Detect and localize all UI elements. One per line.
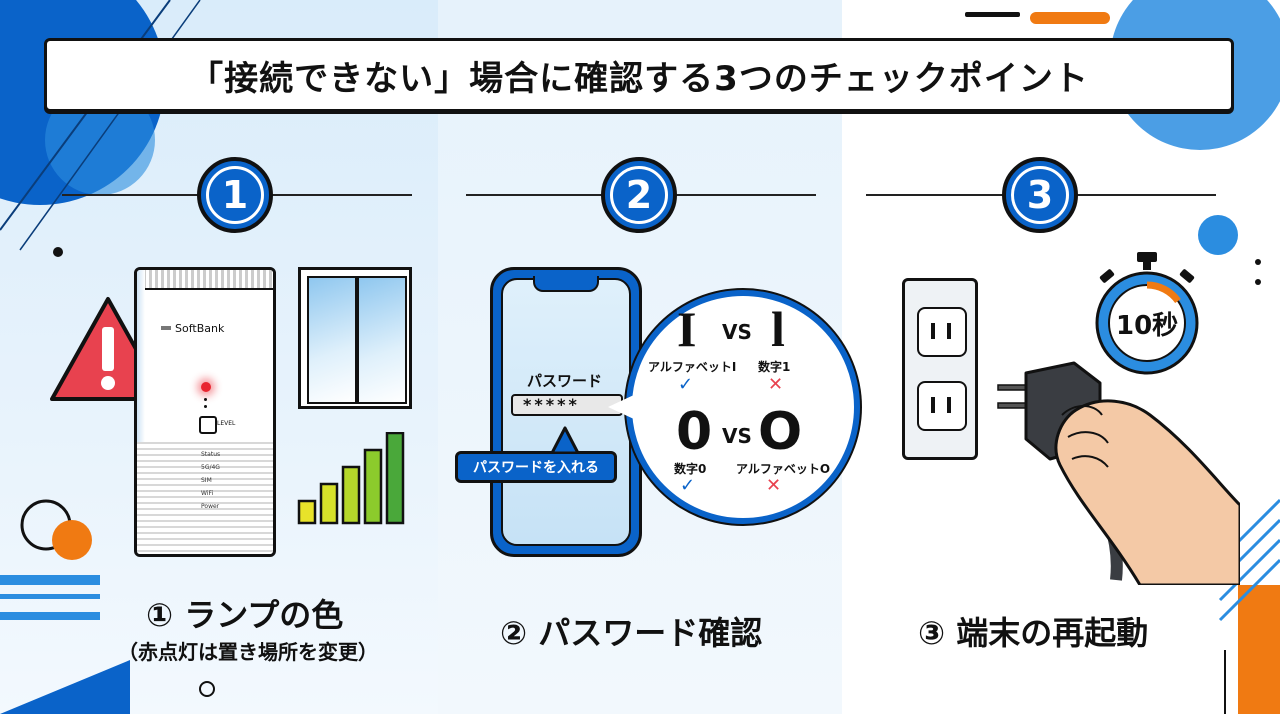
level-button-label: LEVEL [217,420,236,427]
step-number-1-label: 1 [206,166,264,224]
signal-bar [319,482,339,525]
compare-2-right-label: アルファベットO [736,462,831,476]
title-banner: 「接続できない」場合に確認する3つのチェックポイント [44,38,1234,112]
router-brand: SoftBank [175,322,225,335]
check-icon: ✓ [680,475,696,496]
router-indicator-label: 5G/4G [201,464,220,471]
step-number-2-label: 2 [610,166,668,224]
compare-1-left-label: アルファベットI [648,360,737,374]
router-indicator-label: Power [201,503,220,510]
wall-outlet [902,278,978,460]
compare-1-right-label: 数字1 [758,360,791,374]
compare-2-vs: VS [722,424,752,448]
signal-bar [341,465,361,525]
callout-pointer [550,426,580,454]
compare-2-left-label: 数字0 [674,462,707,476]
router-indicator-label: SIM [201,477,212,484]
red-status-lamp [201,382,211,392]
compare-1-vs: VS [722,320,752,344]
cross-icon: ✕ [768,374,784,395]
step-number-3: 3 [1002,157,1078,233]
step-number-2: 2 [601,157,677,233]
password-label: パスワード [527,372,603,390]
compare-1-left-char: I [677,301,697,357]
compare-2-right-char: O [758,402,803,462]
cross-icon: ✕ [766,475,782,496]
step-3-caption: ③ 端末の再起動 [918,614,1149,652]
step-number-1: 1 [197,157,273,233]
signal-bar [363,448,383,525]
router-indicator-label: Status [201,451,221,458]
enter-password-callout: パスワードを入れる [455,451,617,483]
router-indicator-label: WiFi [201,490,214,497]
step-2-caption: ② パスワード確認 [500,614,763,652]
magnifier-circle [626,290,860,524]
step-1-subcaption: （赤点灯は置き場所を変更） [118,640,378,664]
magnifier-pointer [608,394,636,420]
check-icon: ✓ [678,374,694,395]
window-illustration [298,267,412,409]
page-title: 「接続できない」場合に確認する3つのチェックポイント [189,58,1089,99]
step-number-3-label: 3 [1011,166,1069,224]
level-button[interactable] [199,416,217,434]
plug-and-hand-icon [997,361,1240,585]
signal-bar [297,499,317,525]
signal-strength-icon [297,432,405,525]
compare-1-right-char: l [771,301,785,357]
stopwatch-icon [1095,252,1199,375]
timer-text: 10秒 [1116,311,1179,341]
signal-bar [385,432,405,525]
compare-2-left-char: 0 [676,402,713,462]
step-1-caption: ① ランプの色 [146,596,344,634]
